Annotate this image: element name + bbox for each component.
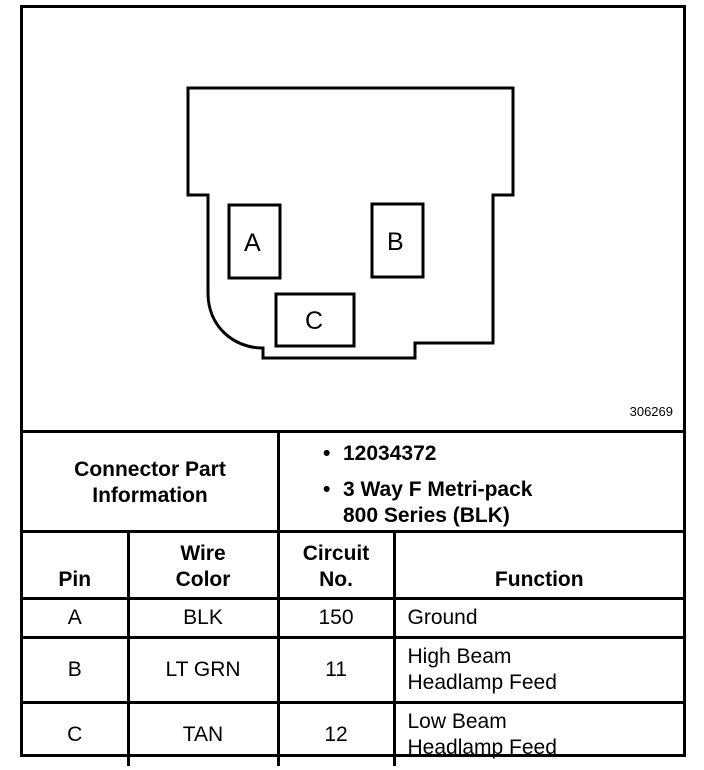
pinout-table: Pin Wire Color Circuit No. Function A BL…	[23, 530, 683, 766]
connector-description: 3 Way F Metri-pack 800 Series (BLK)	[323, 477, 673, 529]
pin-b-cavity	[370, 202, 425, 279]
connector-outline	[186, 86, 515, 360]
cell-wire-color: LT GRN	[126, 636, 280, 704]
header-circuit: Circuit No.	[276, 530, 396, 600]
part-number: 12034372	[323, 441, 673, 467]
cell-function: Ground	[392, 597, 683, 639]
table-row: A BLK 150 Ground	[23, 597, 683, 639]
table-row: C TAN 12 Low Beam Headlamp Feed	[23, 701, 683, 766]
pin-c-label: C	[305, 307, 324, 335]
pin-c-cavity	[274, 292, 356, 348]
header-wire-color: Wire Color	[126, 530, 280, 600]
cell-pin: B	[23, 636, 130, 704]
cell-function: High Beam Headlamp Feed	[392, 636, 683, 704]
connector-diagram: A B C 306269	[23, 8, 683, 430]
header-pin: Pin	[23, 530, 130, 600]
cell-pin: C	[23, 701, 130, 766]
label-line1: Connector Part	[74, 458, 226, 481]
cell-circuit: 11	[276, 636, 396, 704]
connector-sheet: A B C 306269 Connector Part Information …	[20, 5, 686, 766]
cell-wire-color: BLK	[126, 597, 280, 639]
cell-function: Low Beam Headlamp Feed	[392, 701, 683, 766]
pin-a-cavity	[227, 203, 282, 280]
cell-circuit: 150	[276, 597, 396, 639]
header-function: Function	[392, 530, 683, 600]
cell-circuit: 12	[276, 701, 396, 766]
cell-wire-color: TAN	[126, 701, 280, 766]
table-header-row: Pin Wire Color Circuit No. Function	[23, 530, 683, 600]
table-row: B LT GRN 11 High Beam Headlamp Feed	[23, 636, 683, 704]
figure-id: 306269	[629, 404, 673, 419]
connector-info-label: Connector Part Information	[23, 433, 280, 533]
connector-part-info: Connector Part Information 12034372 3 Wa…	[23, 430, 683, 533]
pin-b-label: B	[387, 228, 404, 256]
connector-info-details: 12034372 3 Way F Metri-pack 800 Series (…	[323, 441, 673, 539]
cell-pin: A	[23, 597, 130, 639]
pin-a-label: A	[244, 229, 261, 257]
label-line2: Information	[92, 484, 208, 507]
